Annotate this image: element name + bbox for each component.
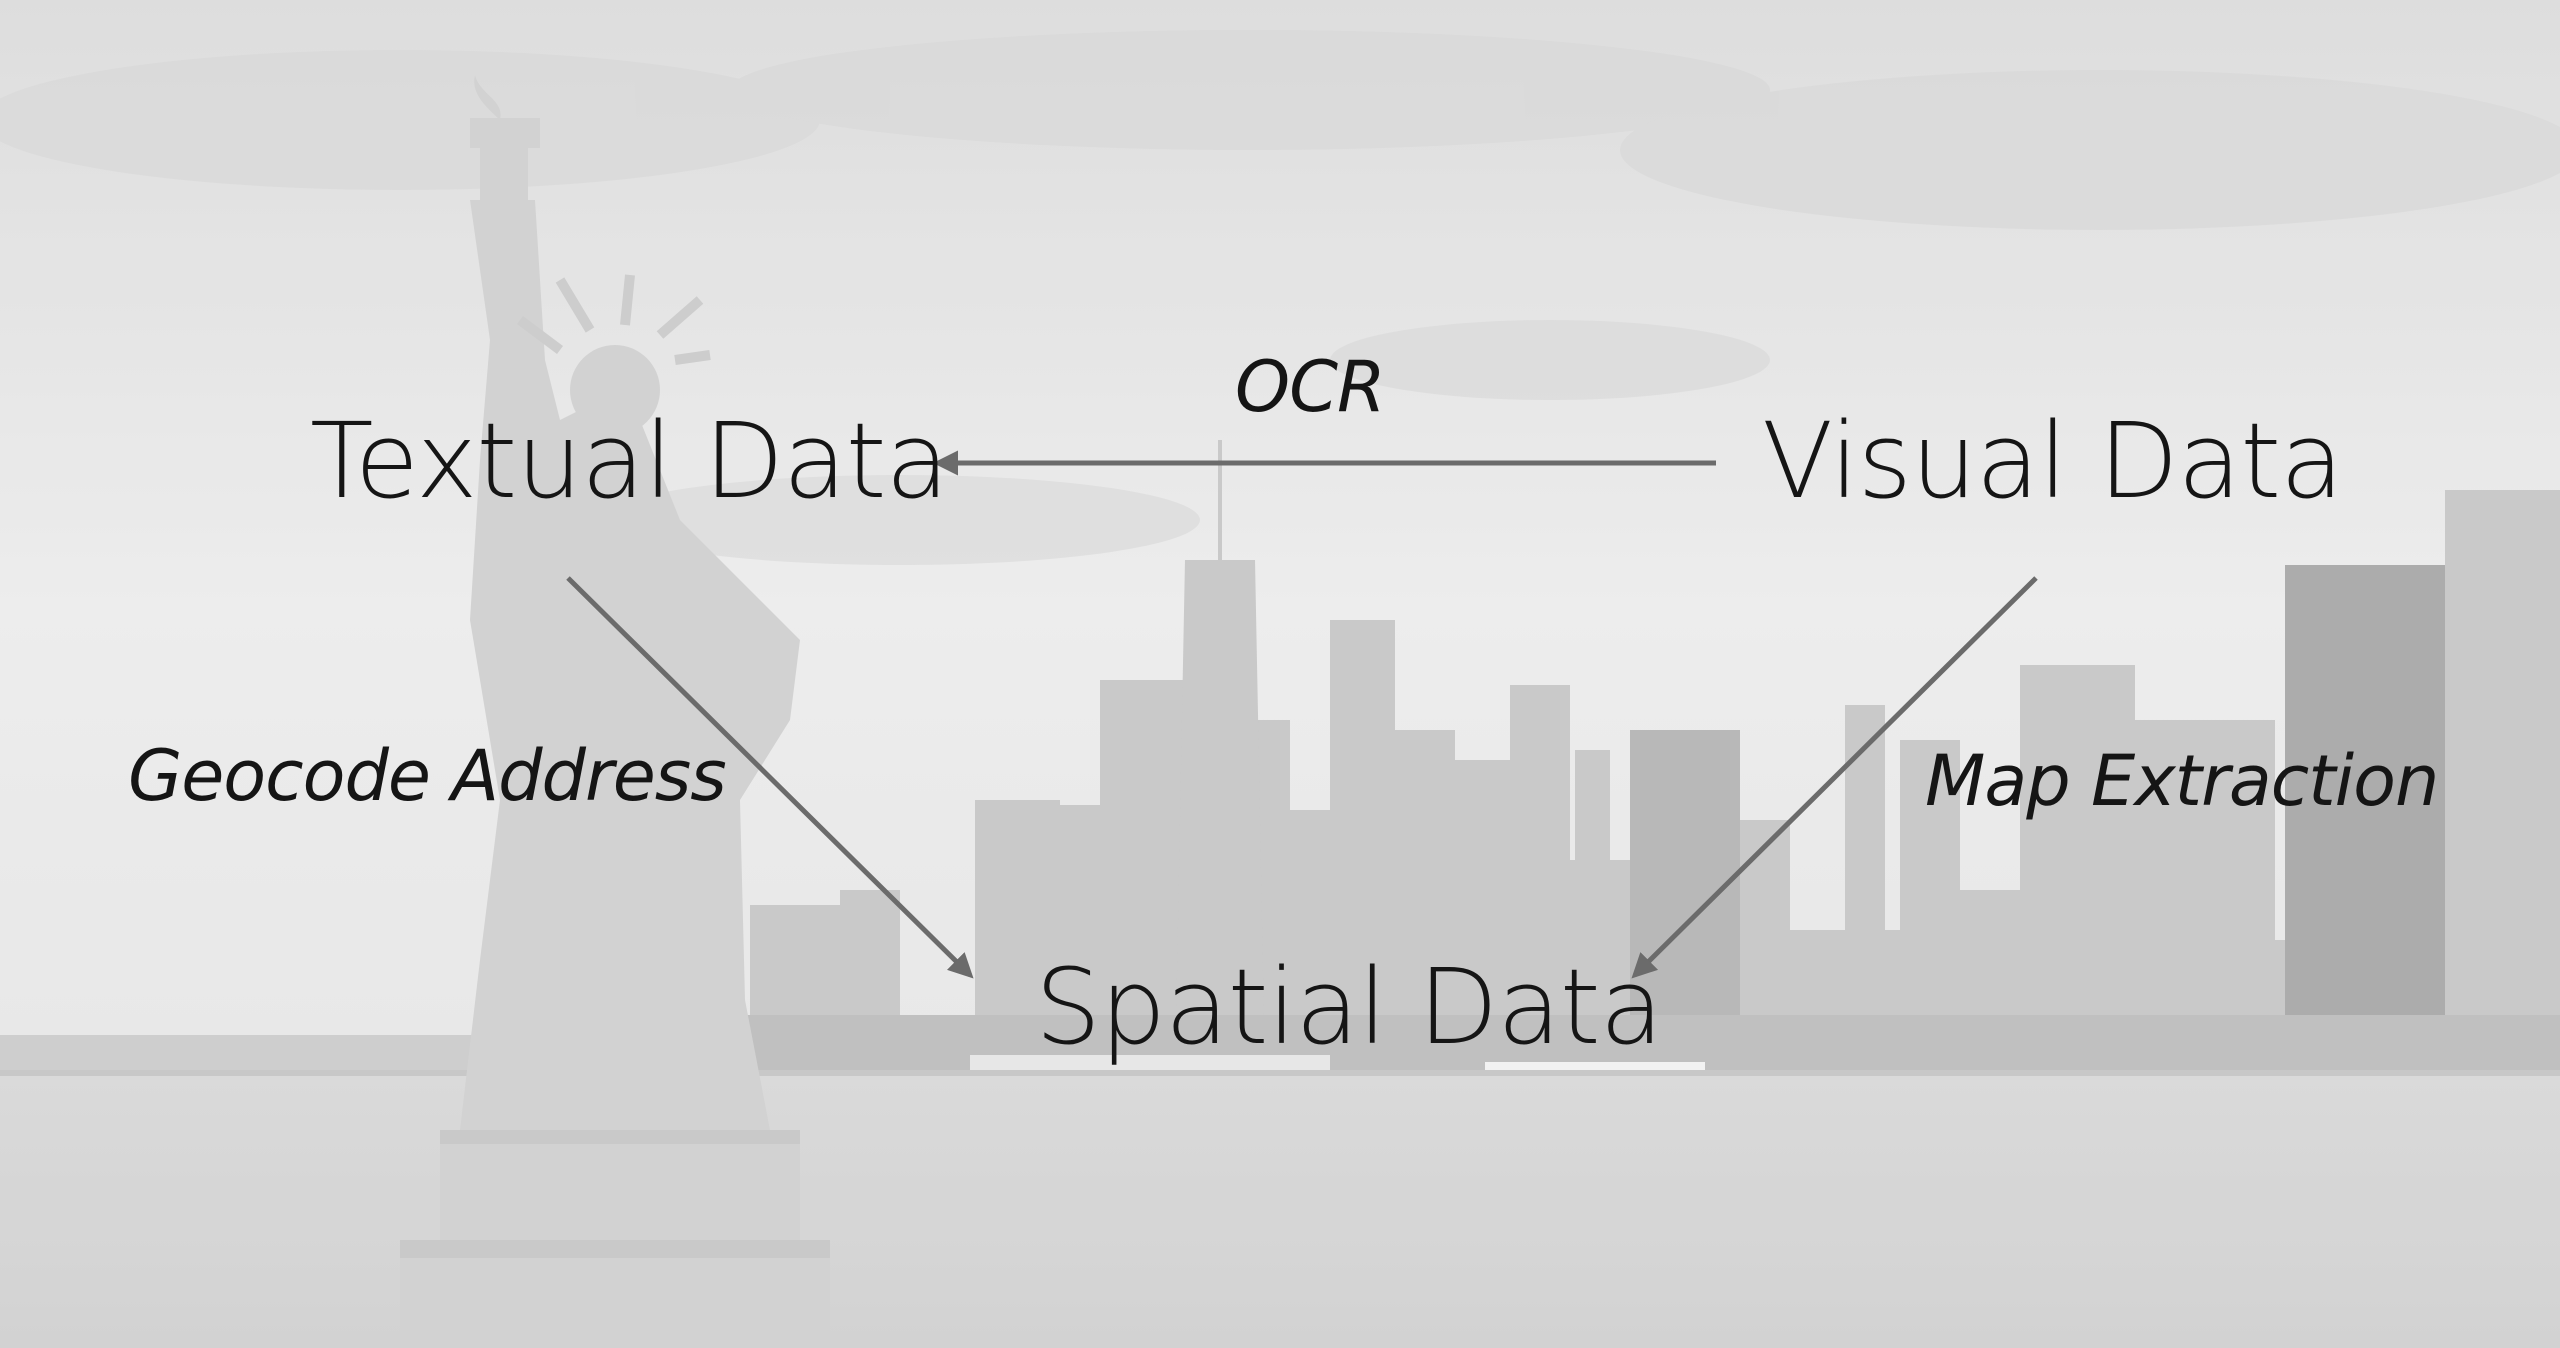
ocr-label: OCR bbox=[1235, 346, 1386, 428]
map-extraction-label: Map Extraction bbox=[1925, 740, 2439, 822]
map-extraction-arrow bbox=[1631, 576, 2038, 979]
statue-silhouette bbox=[400, 75, 830, 1348]
geocode-address-label: Geocode Address bbox=[128, 735, 727, 817]
textual-data-node: Textual Data bbox=[310, 400, 949, 522]
clouds bbox=[0, 30, 2560, 565]
visual-data-node: Visual Data bbox=[1762, 400, 2344, 522]
geocode-arrow bbox=[566, 576, 974, 979]
spatial-data-node: Spatial Data bbox=[1035, 946, 1663, 1068]
